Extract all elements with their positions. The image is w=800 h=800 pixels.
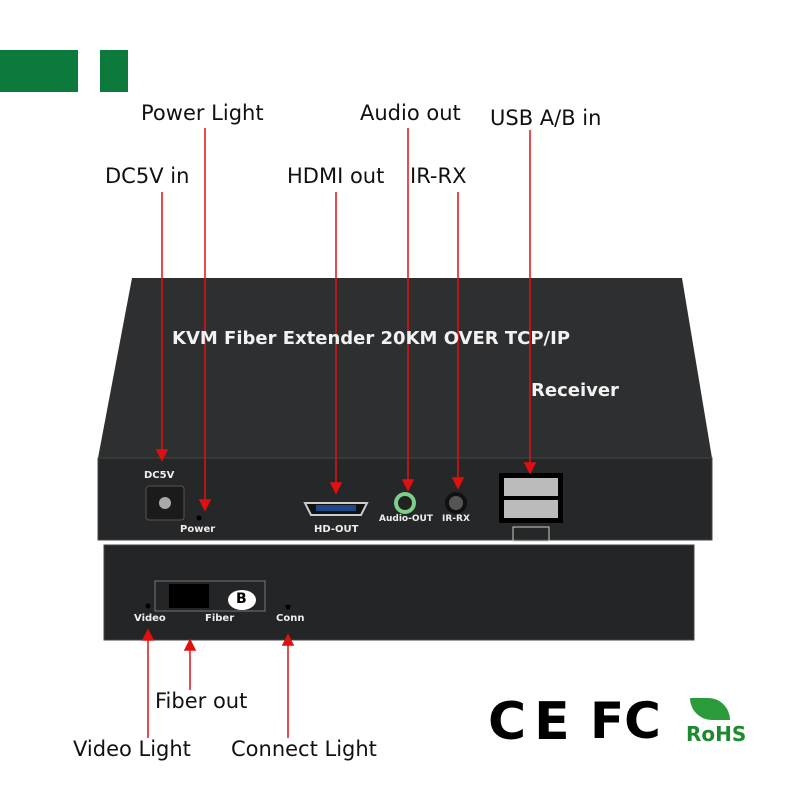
fc-logo: FC xyxy=(590,692,661,750)
ce-logo: CE xyxy=(488,692,578,752)
hd-out-label: HD-OUT xyxy=(314,524,359,535)
keyboard-icon xyxy=(512,526,550,542)
top-face xyxy=(98,278,712,458)
leaf-icon xyxy=(690,698,730,720)
device-title: KVM Fiber Extender 20KM OVER TCP/IP xyxy=(172,328,571,349)
callout-ir-rx: IR-RX xyxy=(410,164,467,188)
callout-video-light: Video Light xyxy=(73,737,191,761)
dc-pin xyxy=(159,497,171,509)
fiber-label: Fiber xyxy=(205,613,235,624)
callout-connect-light: Connect Light xyxy=(231,737,377,761)
callout-usb-in: USB A/B in xyxy=(490,106,602,130)
power-label: Power xyxy=(180,524,216,535)
callout-lines xyxy=(141,128,537,738)
callout-fiber-out: Fiber out xyxy=(155,689,248,713)
conn-led xyxy=(285,604,291,610)
b-badge xyxy=(228,590,256,610)
fiber-port-frame xyxy=(154,580,266,612)
audio-out-label: Audio-OUT xyxy=(379,514,433,524)
conn-label: Conn xyxy=(276,613,305,624)
video-led xyxy=(145,603,151,609)
dc5v-label: DC5V xyxy=(144,470,175,481)
callout-dc5v-in: DC5V in xyxy=(105,164,190,188)
power-led xyxy=(196,515,202,521)
rohs-logo: RoHS xyxy=(686,722,747,746)
b-badge-label: B xyxy=(236,591,247,607)
device-subtitle: Receiver xyxy=(531,380,619,401)
callout-hdmi-out: HDMI out xyxy=(287,164,385,188)
fiber-port xyxy=(169,584,209,608)
ir-rx-label: IR-RX xyxy=(442,514,470,524)
brand-bar-small xyxy=(100,50,128,92)
brand-bar-large xyxy=(0,50,78,92)
callout-audio-out: Audio out xyxy=(360,101,461,125)
callout-power-light: Power Light xyxy=(141,101,264,125)
video-label: Video xyxy=(134,613,166,624)
